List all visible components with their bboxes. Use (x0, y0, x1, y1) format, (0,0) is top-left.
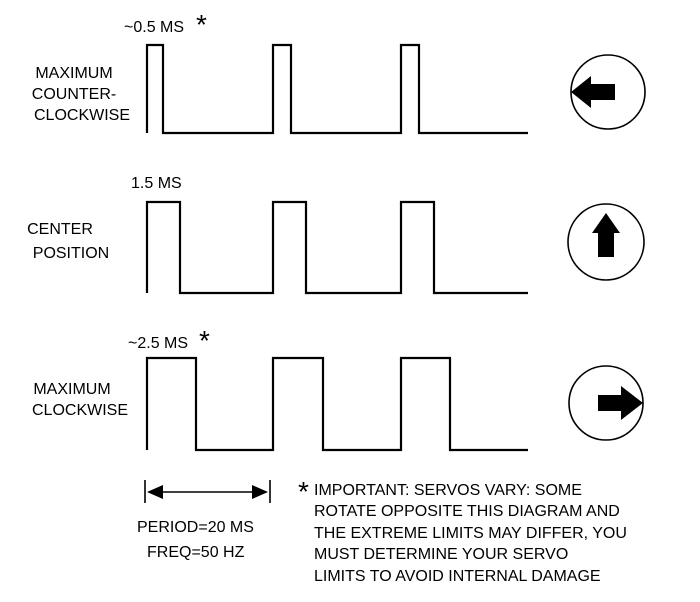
row-label-cw-line1: MAXIMUM (33, 381, 110, 398)
period-arrowhead-left (147, 485, 163, 499)
pulse-waveform-cw (145, 356, 528, 452)
asterisk-cw: * (199, 325, 210, 356)
pulse-waveform-ccw (145, 43, 528, 135)
period-arrowhead-right (252, 485, 268, 499)
row-label-ccw-line1: MAXIMUM (35, 65, 112, 82)
row-label-center-line2: POSITION (33, 245, 109, 262)
row-label-cw-line2: CLOCKWISE (32, 402, 128, 419)
period-label: PERIOD=20 MS (137, 519, 254, 536)
row-center: 1.5 MS CENTER POSITION (27, 175, 645, 295)
asterisk-ccw: * (196, 9, 207, 40)
row-label-center-line1: CENTER (27, 221, 93, 238)
pulse-width-label-center: 1.5 MS (131, 175, 182, 192)
row-clockwise: ~2.5 MS * MAXIMUM CLOCKWISE (32, 325, 644, 452)
row-label-ccw-line2: COUNTER- (32, 86, 116, 103)
arrow-right-icon (568, 365, 644, 441)
pulse-width-label-cw: ~2.5 MS (128, 335, 188, 352)
row-counter-clockwise: ~0.5 MS * MAXIMUM COUNTER- CLOCKWISE (32, 9, 646, 135)
arrow-left-icon (570, 54, 646, 130)
note-line-2: ROTATE OPPOSITE THIS DIAGRAM AND (314, 503, 620, 520)
period-indicator: PERIOD=20 MS FREQ=50 HZ (137, 480, 271, 561)
note-line-3: THE EXTREME LIMITS MAY DIFFER, YOU (314, 525, 627, 542)
note-line-5: LIMITS TO AVOID INTERNAL DAMAGE (314, 568, 601, 585)
row-label-ccw-line3: CLOCKWISE (34, 107, 130, 124)
note-asterisk: * (298, 476, 309, 507)
note-line-4: MUST DETERMINE YOUR SERVO (314, 546, 568, 563)
important-note: * IMPORTANT: SERVOS VARY: SOME ROTATE OP… (298, 476, 627, 585)
frequency-label: FREQ=50 HZ (147, 544, 245, 561)
arrow-up-icon (567, 203, 645, 281)
note-line-1: IMPORTANT: SERVOS VARY: SOME (314, 482, 582, 499)
pulse-waveform-center (145, 200, 528, 295)
pulse-width-label-ccw: ~0.5 MS (124, 19, 184, 36)
